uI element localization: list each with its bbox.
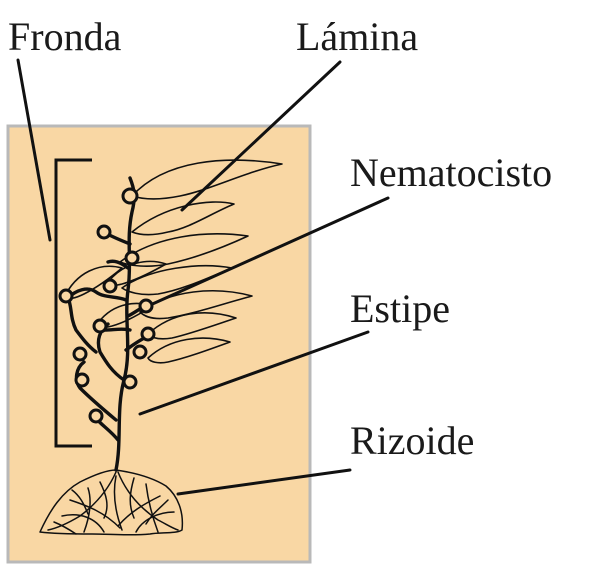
pneumatocyst <box>123 189 137 203</box>
pneumatocyst <box>76 374 88 386</box>
pneumatocyst <box>140 300 152 312</box>
pneumatocyst <box>142 328 154 340</box>
pneumatocyst <box>94 320 106 332</box>
pneumatocyst <box>134 346 146 358</box>
label-lamina: Lámina <box>296 14 418 59</box>
pneumatocyst <box>104 280 116 292</box>
pneumatocyst <box>124 376 136 388</box>
label-rizoide: Rizoide <box>350 418 474 463</box>
pneumatocyst <box>126 252 138 264</box>
label-estipe: Estipe <box>350 286 450 331</box>
pneumatocyst <box>90 410 102 422</box>
branch <box>104 329 130 330</box>
pneumatocyst <box>60 290 72 302</box>
label-fronda: Fronda <box>8 14 122 59</box>
pneumatocyst <box>98 226 110 238</box>
pneumatocyst <box>74 348 86 360</box>
label-nematocisto: Nematocisto <box>350 150 552 195</box>
